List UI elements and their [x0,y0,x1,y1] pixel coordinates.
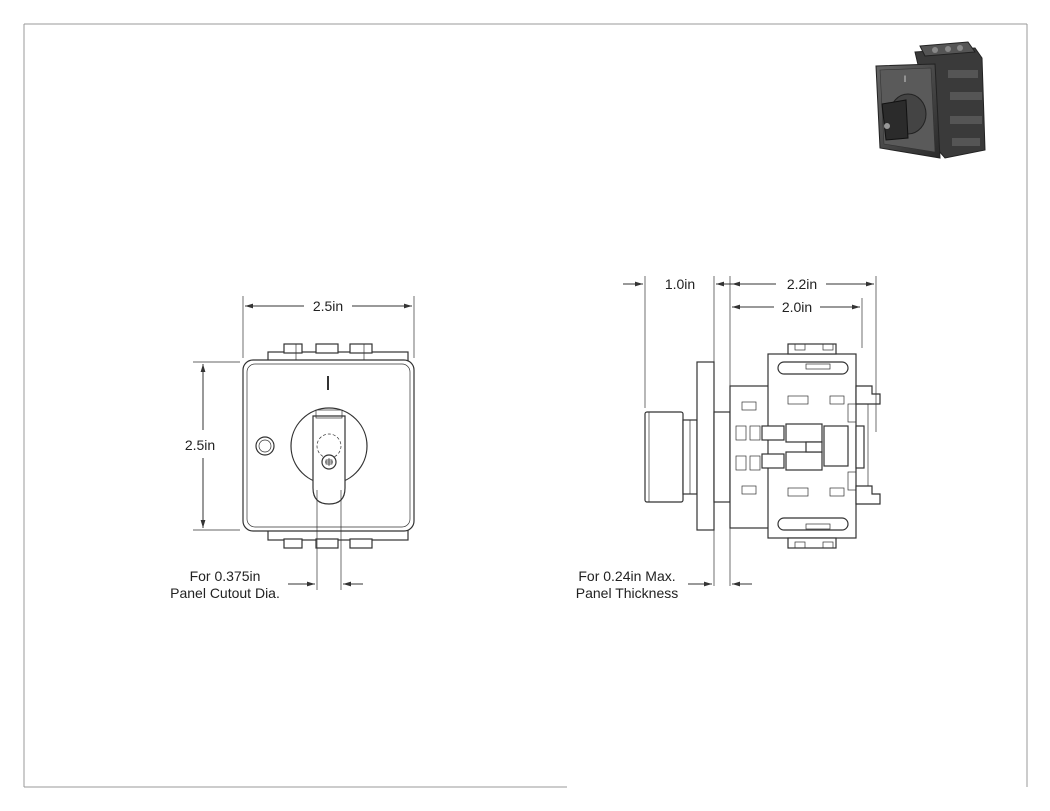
isometric-thumbnail: I [875,41,986,159]
front-width-label: 2.5in [313,298,343,314]
cutout-label-line1: For 0.375in [190,568,261,584]
thumbnail-position-mark: I [904,74,907,84]
drawing-frame [23,23,1028,788]
side-faceplate [696,361,715,531]
front-height-label: 2.5in [185,437,215,453]
side-view: 1.0in 2.2in 2.0in For 0.24in Max. Panel … [576,276,881,601]
side-handle [644,411,684,503]
panel-label-line2: Panel Thickness [576,585,678,601]
faceplate-inner [246,363,411,528]
position-mark [327,376,329,390]
body-depth-label: 2.0in [782,299,812,315]
bottom-terminals [267,529,409,549]
top-terminals [267,343,409,363]
overall-depth-label: 2.2in [787,276,817,292]
lock-hole [255,436,275,456]
cutout-label-line2: Panel Cutout Dia. [170,585,280,601]
front-view: 2.5in 2.5in For 0.375in Panel Cutout Dia… [170,296,415,601]
handle-depth-label: 1.0in [665,276,695,292]
panel-label-line1: For 0.24in Max. [578,568,675,584]
